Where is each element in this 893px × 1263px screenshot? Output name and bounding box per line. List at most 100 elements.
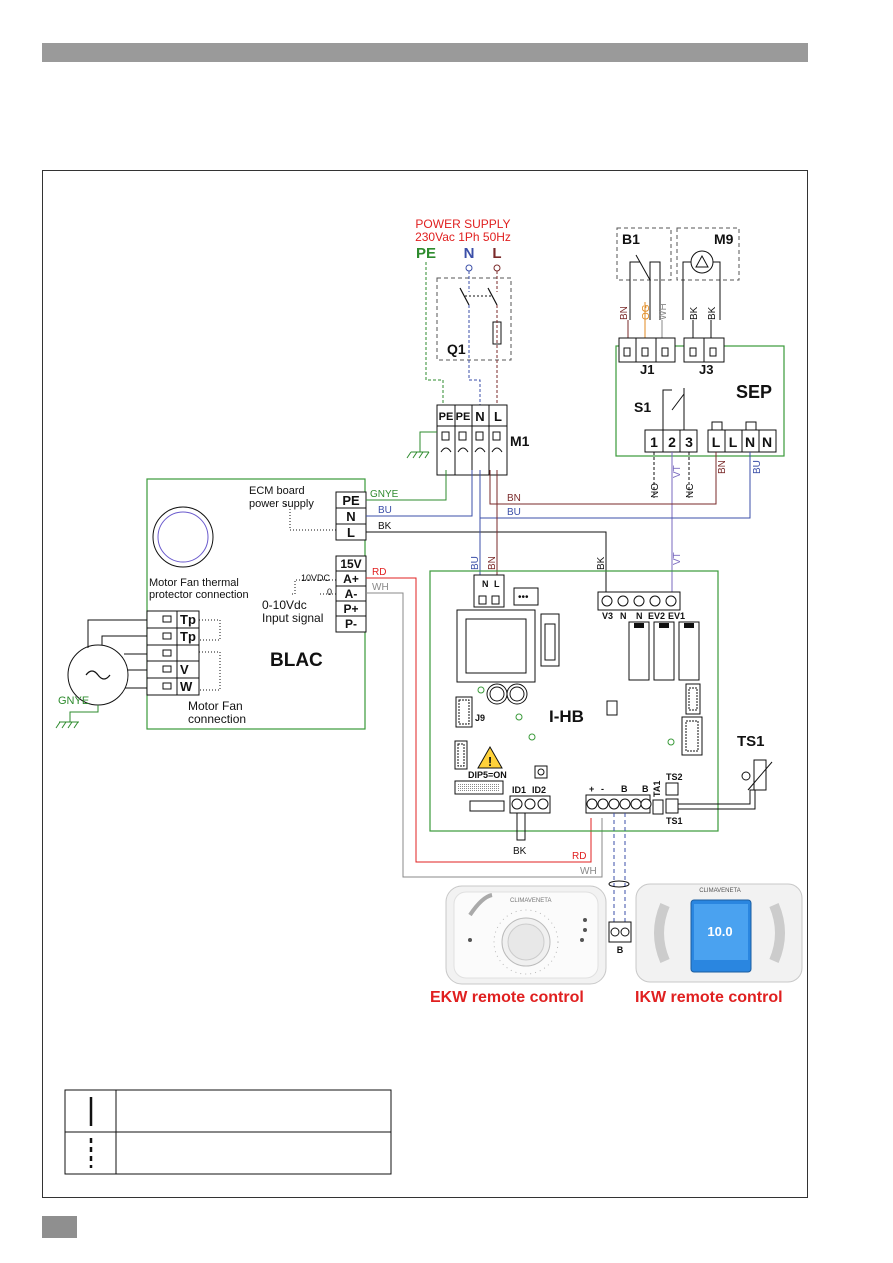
diagram-frame [42,170,808,1198]
motor-terminal-tp1: Tp [180,612,196,627]
blac-wire-bk: BK [378,521,392,532]
blac-board: ECM board power supply PE N L 15V A+ A- … [146,478,367,730]
svg-text:!: ! [488,754,492,769]
ecm-label-1: ECM board [249,485,305,497]
ecm-label-2: power supply [249,498,314,510]
j3-wire-bk: BK [689,306,700,320]
motor-terminal-v: V [180,662,189,677]
ihb-out-ev2: EV2 [648,611,665,621]
q1-label: Q1 [447,341,466,357]
j1-wire-og: OG [641,304,652,320]
wire-rd-label: RD [372,567,386,578]
m1-terminal-block: PE PE N L M1 [436,404,530,476]
wire-wh-label-bottom: WH [580,866,597,877]
sep-wire-no: NO [650,483,661,498]
sep-wire-vt: VT [672,465,683,478]
sep-wire-nc: NC [685,484,696,498]
ts1-label: TS1 [737,733,765,750]
power-supply-spec: 230Vac 1Ph 50Hz [415,230,511,244]
pe-label: PE [416,245,436,262]
motor-label-2: connection [188,712,246,726]
ihb-j9: J9 [475,713,485,723]
m1-terminal: L [494,409,502,424]
ikw-brand: CLIMAVENETA [699,888,740,894]
ihb-ts1: TS1 [666,816,683,826]
wire-rd-label-bottom: RD [572,851,586,862]
ihb-wire-bn: BN [487,556,498,570]
j1-wire-bn: BN [619,306,630,320]
ihb-id2: ID2 [532,785,546,795]
thermal-label-1: Motor Fan thermal [149,577,239,589]
header-bar [42,43,808,62]
ihb-l: L [494,579,500,589]
motor-label-1: Motor Fan [188,699,243,713]
ekw-remote-label: EKW remote control [430,989,584,1006]
sig-label-2: Input signal [262,611,323,625]
ihb-bus-minus: - [601,784,604,794]
id-wire-bk: BK [513,846,527,857]
sep-wire-bu: BU [752,460,763,474]
ihb-out-ev1: EV1 [668,611,685,621]
motor-terminal-w: W [180,679,193,694]
blac-terminal-pe: PE [342,493,360,508]
ihb-output-screws [601,595,677,607]
blac-terminal-a-plus: A+ [343,572,359,586]
motor-gnye: GNYE [58,695,89,707]
sep-label: SEP [736,382,772,402]
sep-terminal: 2 [668,434,676,450]
ihb-dip: DIP5=ON [468,770,507,780]
line-legend [64,1089,392,1175]
ikw-lcd-value: 10.0 [707,924,732,939]
ekw-remote-image: CLIMAVENETA [445,885,607,985]
ihb-out-n1: N [620,611,627,621]
m1-terminal: PE [439,411,454,423]
sig-0: 0 [327,587,332,597]
ts1-sensor: TS1 [678,733,773,810]
j1-wire-wh: WH [658,303,669,320]
ihb-bus-b1: B [621,784,628,794]
sep-terminal: L [712,434,721,450]
blac-terminal-l: L [347,525,355,540]
ihb-wire-bu: BU [470,556,481,570]
ikw-remote-label: IKW remote control [635,989,783,1006]
svg-text:•••: ••• [518,592,529,603]
ekw-brand: CLIMAVENETA [510,898,551,904]
sep-wire-bn: BN [717,460,728,474]
q1-breaker: Q1 [436,264,512,361]
sep-terminal: N [745,434,755,450]
blac-terminal-a-minus: A- [345,587,358,601]
ihb-id1: ID1 [512,785,526,795]
j-wire-labels: BN OG WH BK BK [619,302,718,338]
ihb-bus-b2: B [642,784,649,794]
power-supply-title: POWER SUPPLY [415,217,510,231]
ihb-label: I-HB [549,707,584,726]
bus-b-label: B [617,945,624,955]
m9-label: M9 [714,231,734,247]
n-label: N [464,245,475,262]
blac-terminal-p-minus: P- [345,617,357,631]
ihb-ts2: TS2 [666,772,683,782]
b1-label: B1 [622,231,640,247]
power-supply: POWER SUPPLY 230Vac 1Ph 50Hz PE N L [415,217,511,262]
ihb-board: N L ••• V3 N N EV2 EV1 I-HB [429,570,719,857]
blac-wire-bu: BU [378,505,392,516]
j3-wire-bk: BK [707,306,718,320]
wire-bn-label: BN [507,493,521,504]
wire-wh-label: WH [372,582,389,593]
motor-symbol: GNYE [55,619,147,729]
sig-label-1: 0-10Vdc [262,598,307,612]
sep-terminal: 3 [685,434,693,450]
b1-device: B1 [616,227,672,320]
motor-terminal-tp2: Tp [180,629,196,644]
ihb-out-n2: N [636,611,643,621]
blac-terminal-15v: 15V [340,557,361,571]
ihb-wire-bk: BK [596,556,607,570]
m9-pump: M9 [676,227,740,320]
m1-terminal: PE [456,411,471,423]
sep-terminal: N [762,434,772,450]
sep-board: J1 J3 SEP S1 1 2 3 L L N N [615,337,785,457]
sep-terminal: L [729,434,738,450]
sig-10vdc: 10VDC [301,573,331,583]
blac-label: BLAC [270,650,323,671]
